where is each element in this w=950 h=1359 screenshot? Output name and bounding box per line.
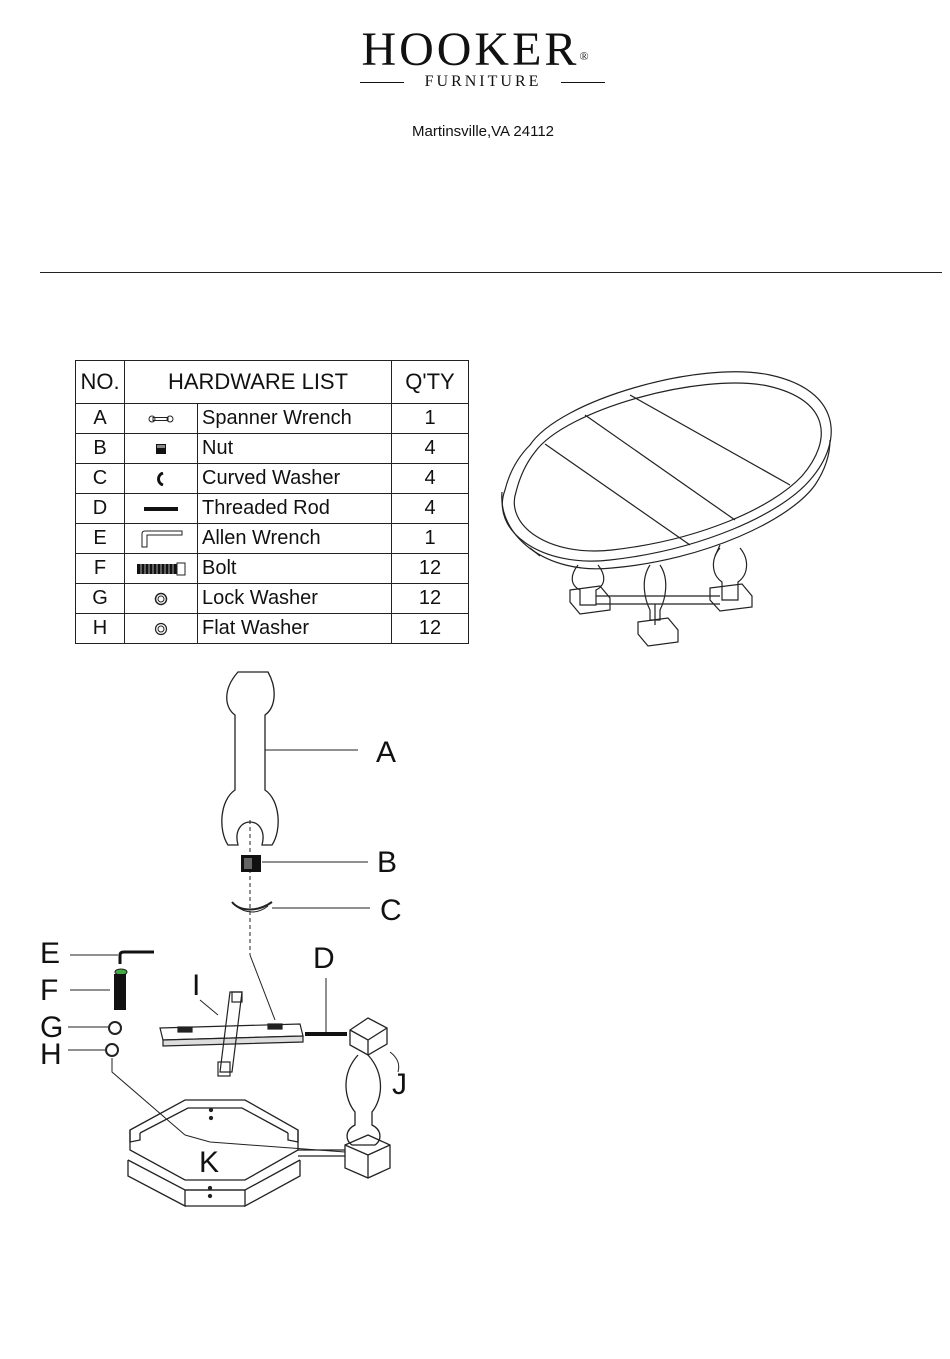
part-e-allen-wrench bbox=[120, 952, 154, 964]
label-e: E bbox=[40, 937, 60, 970]
part-g-lock-washer bbox=[109, 1022, 121, 1034]
table-illustration bbox=[502, 372, 831, 646]
part-f-bolt bbox=[114, 974, 126, 1010]
label-i: I bbox=[192, 969, 200, 1002]
label-k: K bbox=[199, 1146, 219, 1179]
part-c-curved-washer bbox=[232, 902, 272, 910]
label-h: H bbox=[40, 1038, 62, 1071]
part-j-pedestal-leg bbox=[345, 1018, 390, 1178]
label-b: B bbox=[377, 846, 397, 879]
label-a: A bbox=[376, 736, 396, 769]
label-d: D bbox=[313, 942, 335, 975]
label-f: F bbox=[40, 974, 58, 1007]
label-j: J bbox=[392, 1068, 407, 1101]
part-k-octagon-frame bbox=[128, 1100, 345, 1206]
part-a-spanner-wrench bbox=[222, 672, 278, 845]
part-h-flat-washer bbox=[106, 1044, 118, 1056]
part-i-cross-brace bbox=[160, 992, 303, 1076]
label-c: C bbox=[380, 894, 402, 927]
